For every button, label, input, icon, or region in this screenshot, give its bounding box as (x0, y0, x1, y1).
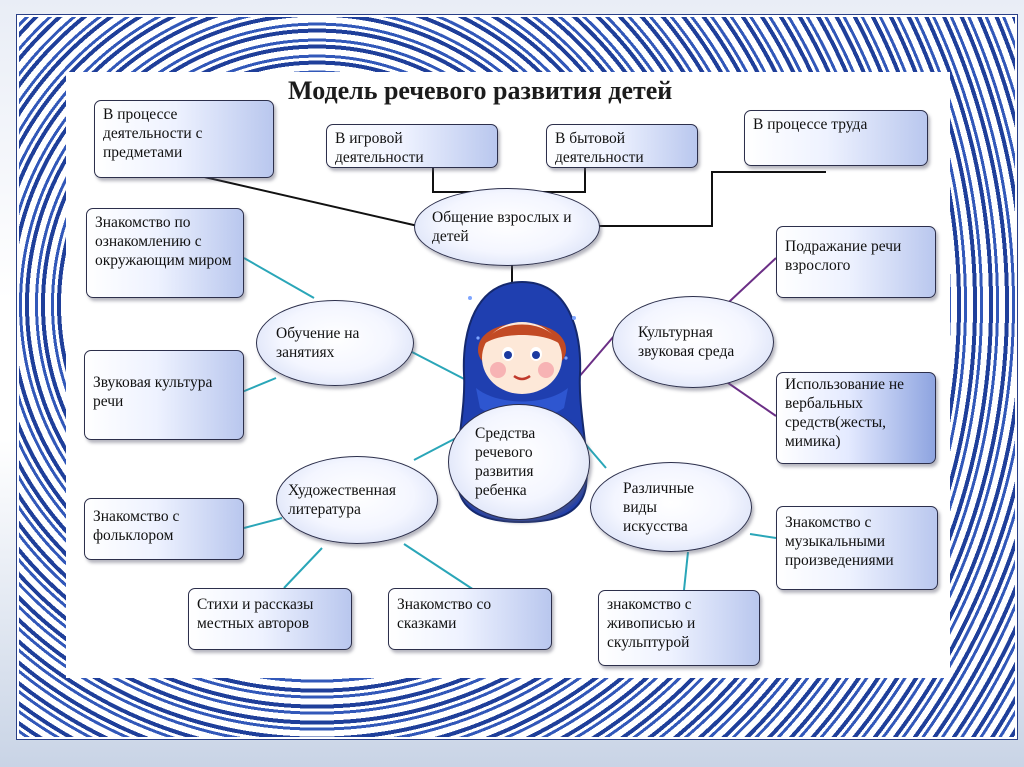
box-nonverbal: Использование не вербальных средств(жест… (776, 372, 936, 464)
oval-culture-text: Культурная звуковая среда (638, 323, 748, 361)
connector-labor (598, 172, 826, 226)
oval-training: Обучение на занятиях (256, 300, 414, 386)
box-music-text: Знакомство с музыкальными произведениями (785, 514, 894, 569)
box-nonverbal-text: Использование не вербальных средств(жест… (785, 376, 904, 450)
box-music: Знакомство с музыкальными произведениями (776, 506, 938, 590)
box-environment: Знакомство по ознакомлению с окружающим … (86, 208, 244, 298)
box-daily-text: В бытовой деятельности (555, 130, 644, 166)
box-folklore: Знакомство с фольклором (84, 498, 244, 560)
box-environment-text: Знакомство по ознакомлению с окружающим … (95, 214, 232, 269)
connector-arts-painting (684, 552, 688, 590)
box-labor-text: В процессе труда (753, 116, 867, 133)
box-imitation: Подражание речи взрослого (776, 226, 936, 298)
oval-training-text: Обучение на занятиях (276, 324, 394, 362)
box-local-authors-text: Стихи и рассказы местных авторов (197, 596, 313, 632)
oval-communication: Общение взрослых и детей (414, 188, 600, 266)
oval-arts: Различные виды искусства (590, 462, 752, 552)
oval-arts-text: Различные виды искусства (623, 479, 719, 536)
box-play: В игровой деятельности (326, 124, 498, 168)
box-fairy-tales-text: Знакомство со сказками (397, 596, 491, 632)
oval-communication-text: Общение взрослых и детей (432, 208, 582, 246)
box-labor: В процессе труда (744, 110, 928, 166)
connector-training-sound (242, 378, 276, 392)
oval-center: Средства речевого развития ребенка (448, 404, 590, 520)
box-sound-culture-text: Звуковая культура речи (93, 374, 212, 410)
box-sound-culture: Звуковая культура речи (84, 350, 244, 440)
box-objects: В процессе деятельности с предметами (94, 100, 274, 178)
oval-center-text: Средства речевого развития ребенка (475, 424, 563, 500)
box-daily: В бытовой деятельности (546, 124, 698, 168)
connector-training-env (244, 258, 314, 298)
box-objects-text: В процессе деятельности с предметами (103, 106, 203, 161)
connector-lit-folklore (244, 518, 282, 528)
box-fairy-tales: Знакомство со сказками (388, 588, 552, 650)
page-title: Модель речевого развития детей (288, 76, 672, 106)
box-play-text: В игровой деятельности (335, 130, 424, 166)
box-painting-text: знакомство с живописью и скульптурой (607, 596, 695, 651)
connector-lit-tales (404, 544, 474, 590)
connector-arts-music (750, 534, 776, 538)
box-local-authors: Стихи и рассказы местных авторов (188, 588, 352, 650)
box-imitation-text: Подражание речи взрослого (785, 238, 901, 274)
oval-culture: Культурная звуковая среда (612, 296, 774, 388)
oval-literature-text: Художественная литература (288, 481, 426, 519)
connector-lit-local (284, 548, 322, 588)
oval-literature: Художественная литература (276, 456, 438, 544)
box-painting: знакомство с живописью и скульптурой (598, 590, 760, 666)
box-folklore-text: Знакомство с фольклором (93, 508, 179, 544)
